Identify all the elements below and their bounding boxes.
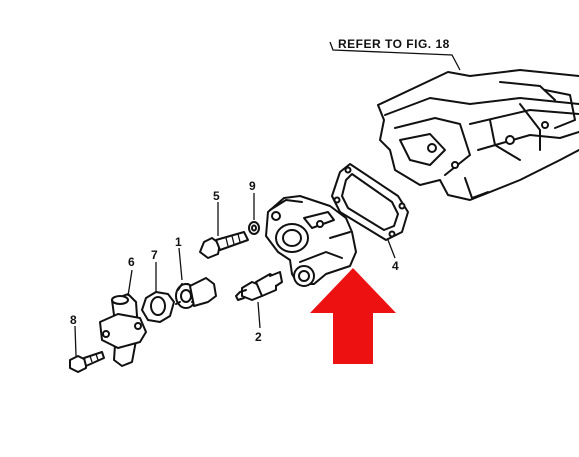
callout-7: 7 <box>151 248 158 262</box>
callout-2: 2 <box>255 330 262 344</box>
callout-9: 9 <box>249 179 256 193</box>
engine-block <box>377 69 579 201</box>
washer-part-9 <box>248 221 260 235</box>
leader-1 <box>178 247 183 281</box>
temp-sensor-part-2 <box>235 271 283 301</box>
thermostat-housing <box>265 195 357 287</box>
thermostat-part-1 <box>175 277 217 309</box>
callout-8: 8 <box>70 313 77 327</box>
reference-leader <box>329 41 461 71</box>
bolt-part-8 <box>69 351 105 373</box>
callout-1: 1 <box>175 235 182 249</box>
reference-label: REFER TO FIG. 18 <box>338 37 450 51</box>
red-down-arrow-icon <box>310 268 396 364</box>
callout-6: 6 <box>128 255 135 269</box>
gasket-part-7 <box>141 291 175 323</box>
leader-6 <box>127 269 133 297</box>
water-outlet-part-6 <box>99 293 147 367</box>
leader-8 <box>74 325 77 357</box>
callout-5: 5 <box>213 189 220 203</box>
bolt-part-5 <box>199 231 249 259</box>
gasket-part-4 <box>331 163 409 241</box>
leader-4 <box>387 239 396 259</box>
leader-2 <box>257 301 261 329</box>
callout-4: 4 <box>392 259 399 273</box>
